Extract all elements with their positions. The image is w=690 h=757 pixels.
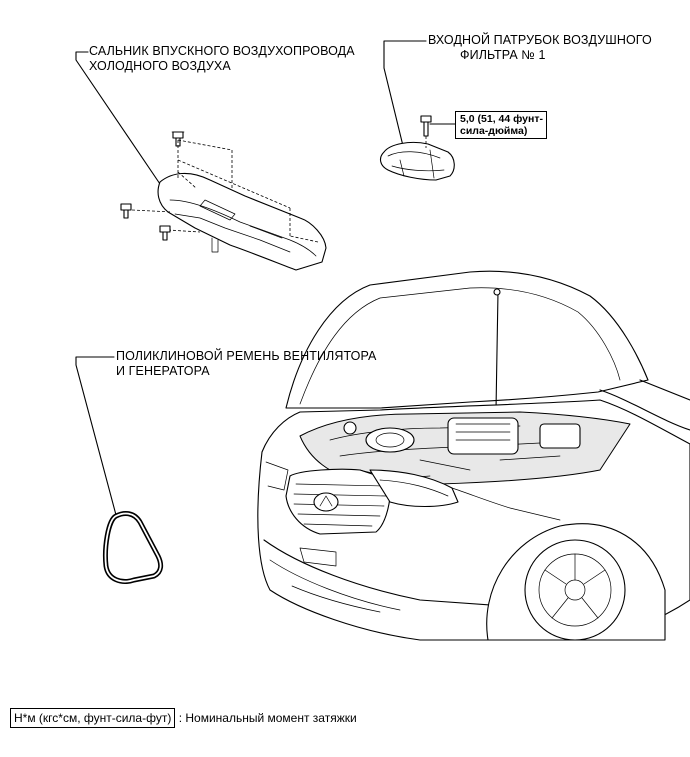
legend-description: : Номинальный момент затяжки xyxy=(178,711,357,725)
v-ribbed-belt-drawing xyxy=(103,511,164,584)
torque-spec-box: 5,0 (51, 44 фунт- сила-дюйма) xyxy=(455,111,547,139)
inlet-label-line2: ФИЛЬТРА № 1 xyxy=(460,48,546,62)
seal-label-line1: САЛЬНИК ВПУСКНОГО ВОЗДУХОПРОВОДА xyxy=(89,44,355,58)
torque-spec-line1: 5,0 (51, 44 фунт- xyxy=(460,113,543,125)
leader-lines xyxy=(75,40,456,516)
seal-label: САЛЬНИК ВПУСКНОГО ВОЗДУХОПРОВОДА ХОЛОДНО… xyxy=(89,44,355,74)
clip-icon xyxy=(120,203,132,219)
vehicle-drawing xyxy=(257,270,690,641)
legend-units-box: Н*м (кгс*см, фунт-сила-фут) xyxy=(10,708,176,728)
inlet-label-line1: ВХОДНОЙ ПАТРУБОК ВОЗДУШНОГО xyxy=(428,33,652,47)
clip-icon xyxy=(171,131,185,147)
belt-label: ПОЛИКЛИНОВОЙ РЕМЕНЬ ВЕНТИЛЯТОРА И ГЕНЕРА… xyxy=(116,349,377,379)
bolt-icon xyxy=(420,115,432,148)
belt-label-line2: И ГЕНЕРАТОРА xyxy=(116,364,210,378)
cold-air-intake-seal-drawing xyxy=(120,131,327,271)
torque-spec-line2: сила-дюйма) xyxy=(460,125,528,137)
seal-label-line2: ХОЛОДНОГО ВОЗДУХА xyxy=(89,59,231,73)
torque-legend: Н*м (кгс*см, фунт-сила-фут) : Номинальны… xyxy=(10,708,357,728)
inlet-label: ВХОДНОЙ ПАТРУБОК ВОЗДУШНОГО ФИЛЬТРА № 1 xyxy=(428,33,652,63)
belt-label-line1: ПОЛИКЛИНОВОЙ РЕМЕНЬ ВЕНТИЛЯТОРА xyxy=(116,349,377,363)
clip-icon xyxy=(159,225,171,241)
air-filter-inlet-drawing xyxy=(379,115,455,181)
